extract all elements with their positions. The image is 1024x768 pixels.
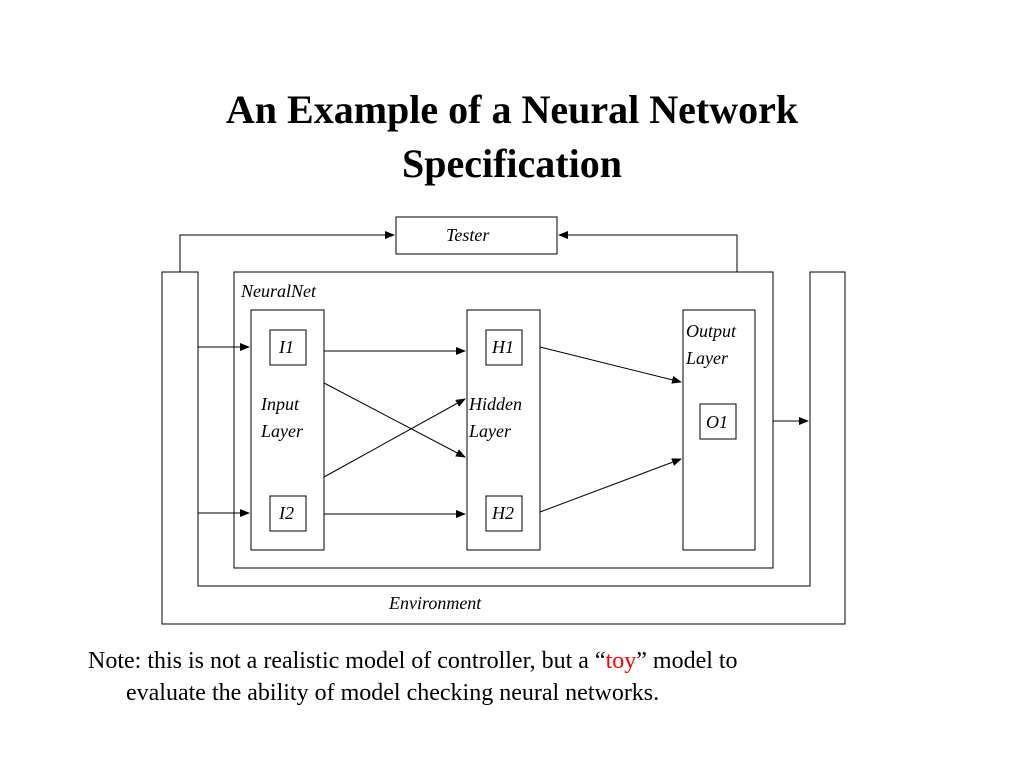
node-h2-box [485,495,523,532]
input-layer-label-2: Layer [260,421,304,441]
input-layer-label-1: Input [260,394,300,414]
left-to-tester-arrow [179,231,395,272]
hidden-layer-label-2: Layer [468,421,512,441]
node-i1-label: I1 [278,337,294,357]
note-suffix: ” model to [636,648,738,674]
title-line-2: Specification [402,141,622,186]
node-o1-label: O1 [706,412,728,432]
tester-label: Tester [446,225,490,245]
input-layer-box [250,309,325,551]
edge-i1-h2 [323,382,466,458]
note-line-2: evaluate the ability of model checking n… [126,680,660,706]
tester-box [395,216,558,255]
edge-h1-o1 [539,346,682,384]
hidden-layer-label-1: Hidden [468,394,522,414]
right-to-tester-arrow [558,231,738,272]
slide-note: Note: this is not a realistic model of c… [88,645,888,709]
note-highlight-toy: toy [605,648,637,674]
node-h2-label: H2 [491,503,514,523]
node-i2-box [269,495,307,532]
title-line-1: An Example of a Neural Network [225,87,799,132]
node-h1-label: H1 [491,337,514,357]
neuralnet-box [233,271,774,569]
neuralnet-label: NeuralNet [240,281,317,301]
edge-h2-o1 [539,458,682,513]
environment-label: Environment [388,593,482,613]
output-layer-label-1: Output [686,321,737,341]
hidden-layer-box [466,309,541,551]
output-layer-label-2: Layer [685,348,729,368]
node-i1-box [269,329,307,366]
edge-i2-h1 [323,398,466,478]
environment-box [161,271,846,625]
note-prefix: Note: this is not a realistic model of c… [88,648,606,674]
output-layer-box [682,309,756,551]
node-i2-label: I2 [278,503,294,523]
node-h1-box [485,329,523,366]
slide-title: An Example of a Neural Network Specifica… [0,83,1024,191]
node-o1-box [699,403,737,440]
